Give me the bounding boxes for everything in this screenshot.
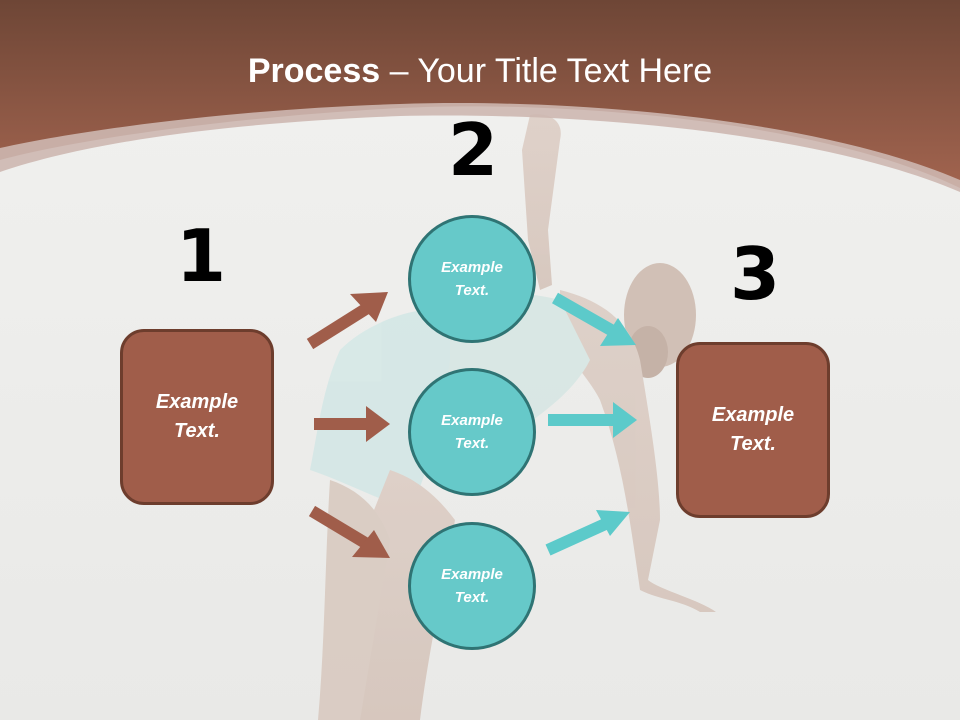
circle-middle-line1: Example <box>441 411 503 429</box>
left-box-line1: Example <box>155 391 239 413</box>
slide-title: Process – Your Title Text Here <box>0 52 960 91</box>
circle-middle-line2: Text. <box>454 435 490 452</box>
step-number-2: 2 <box>448 108 499 192</box>
circle-bottom[interactable]: Example Text. <box>408 522 536 650</box>
circle-top-line1: Example <box>441 258 503 276</box>
right-text-box[interactable]: Example Text. <box>676 342 830 518</box>
arrows-to-circles <box>306 292 390 558</box>
step-number-1: 1 <box>176 214 227 298</box>
circle-middle[interactable]: Example Text. <box>408 368 536 496</box>
left-text-box[interactable]: Example Text. <box>120 329 274 505</box>
right-box-line1: Example <box>711 404 795 426</box>
arrows-to-box <box>545 292 637 556</box>
circle-bottom-line1: Example <box>441 565 503 583</box>
arrow-middle-right <box>548 402 637 438</box>
arrow-middle-left <box>314 406 390 442</box>
circle-bottom-line2: Text. <box>454 589 490 606</box>
left-box-line2: Text. <box>174 420 220 442</box>
arrow-upper-right <box>552 292 636 346</box>
title-rest: – Your Title Text Here <box>380 52 713 90</box>
title-bold: Process <box>247 52 381 90</box>
right-box-line2: Text. <box>730 433 776 455</box>
arrow-lower-right <box>545 510 630 556</box>
circle-top[interactable]: Example Text. <box>408 215 536 343</box>
step-number-3: 3 <box>730 232 781 316</box>
arrow-lower-left <box>308 505 390 558</box>
arrow-upper-left <box>306 292 388 350</box>
circle-top-line2: Text. <box>454 282 490 299</box>
